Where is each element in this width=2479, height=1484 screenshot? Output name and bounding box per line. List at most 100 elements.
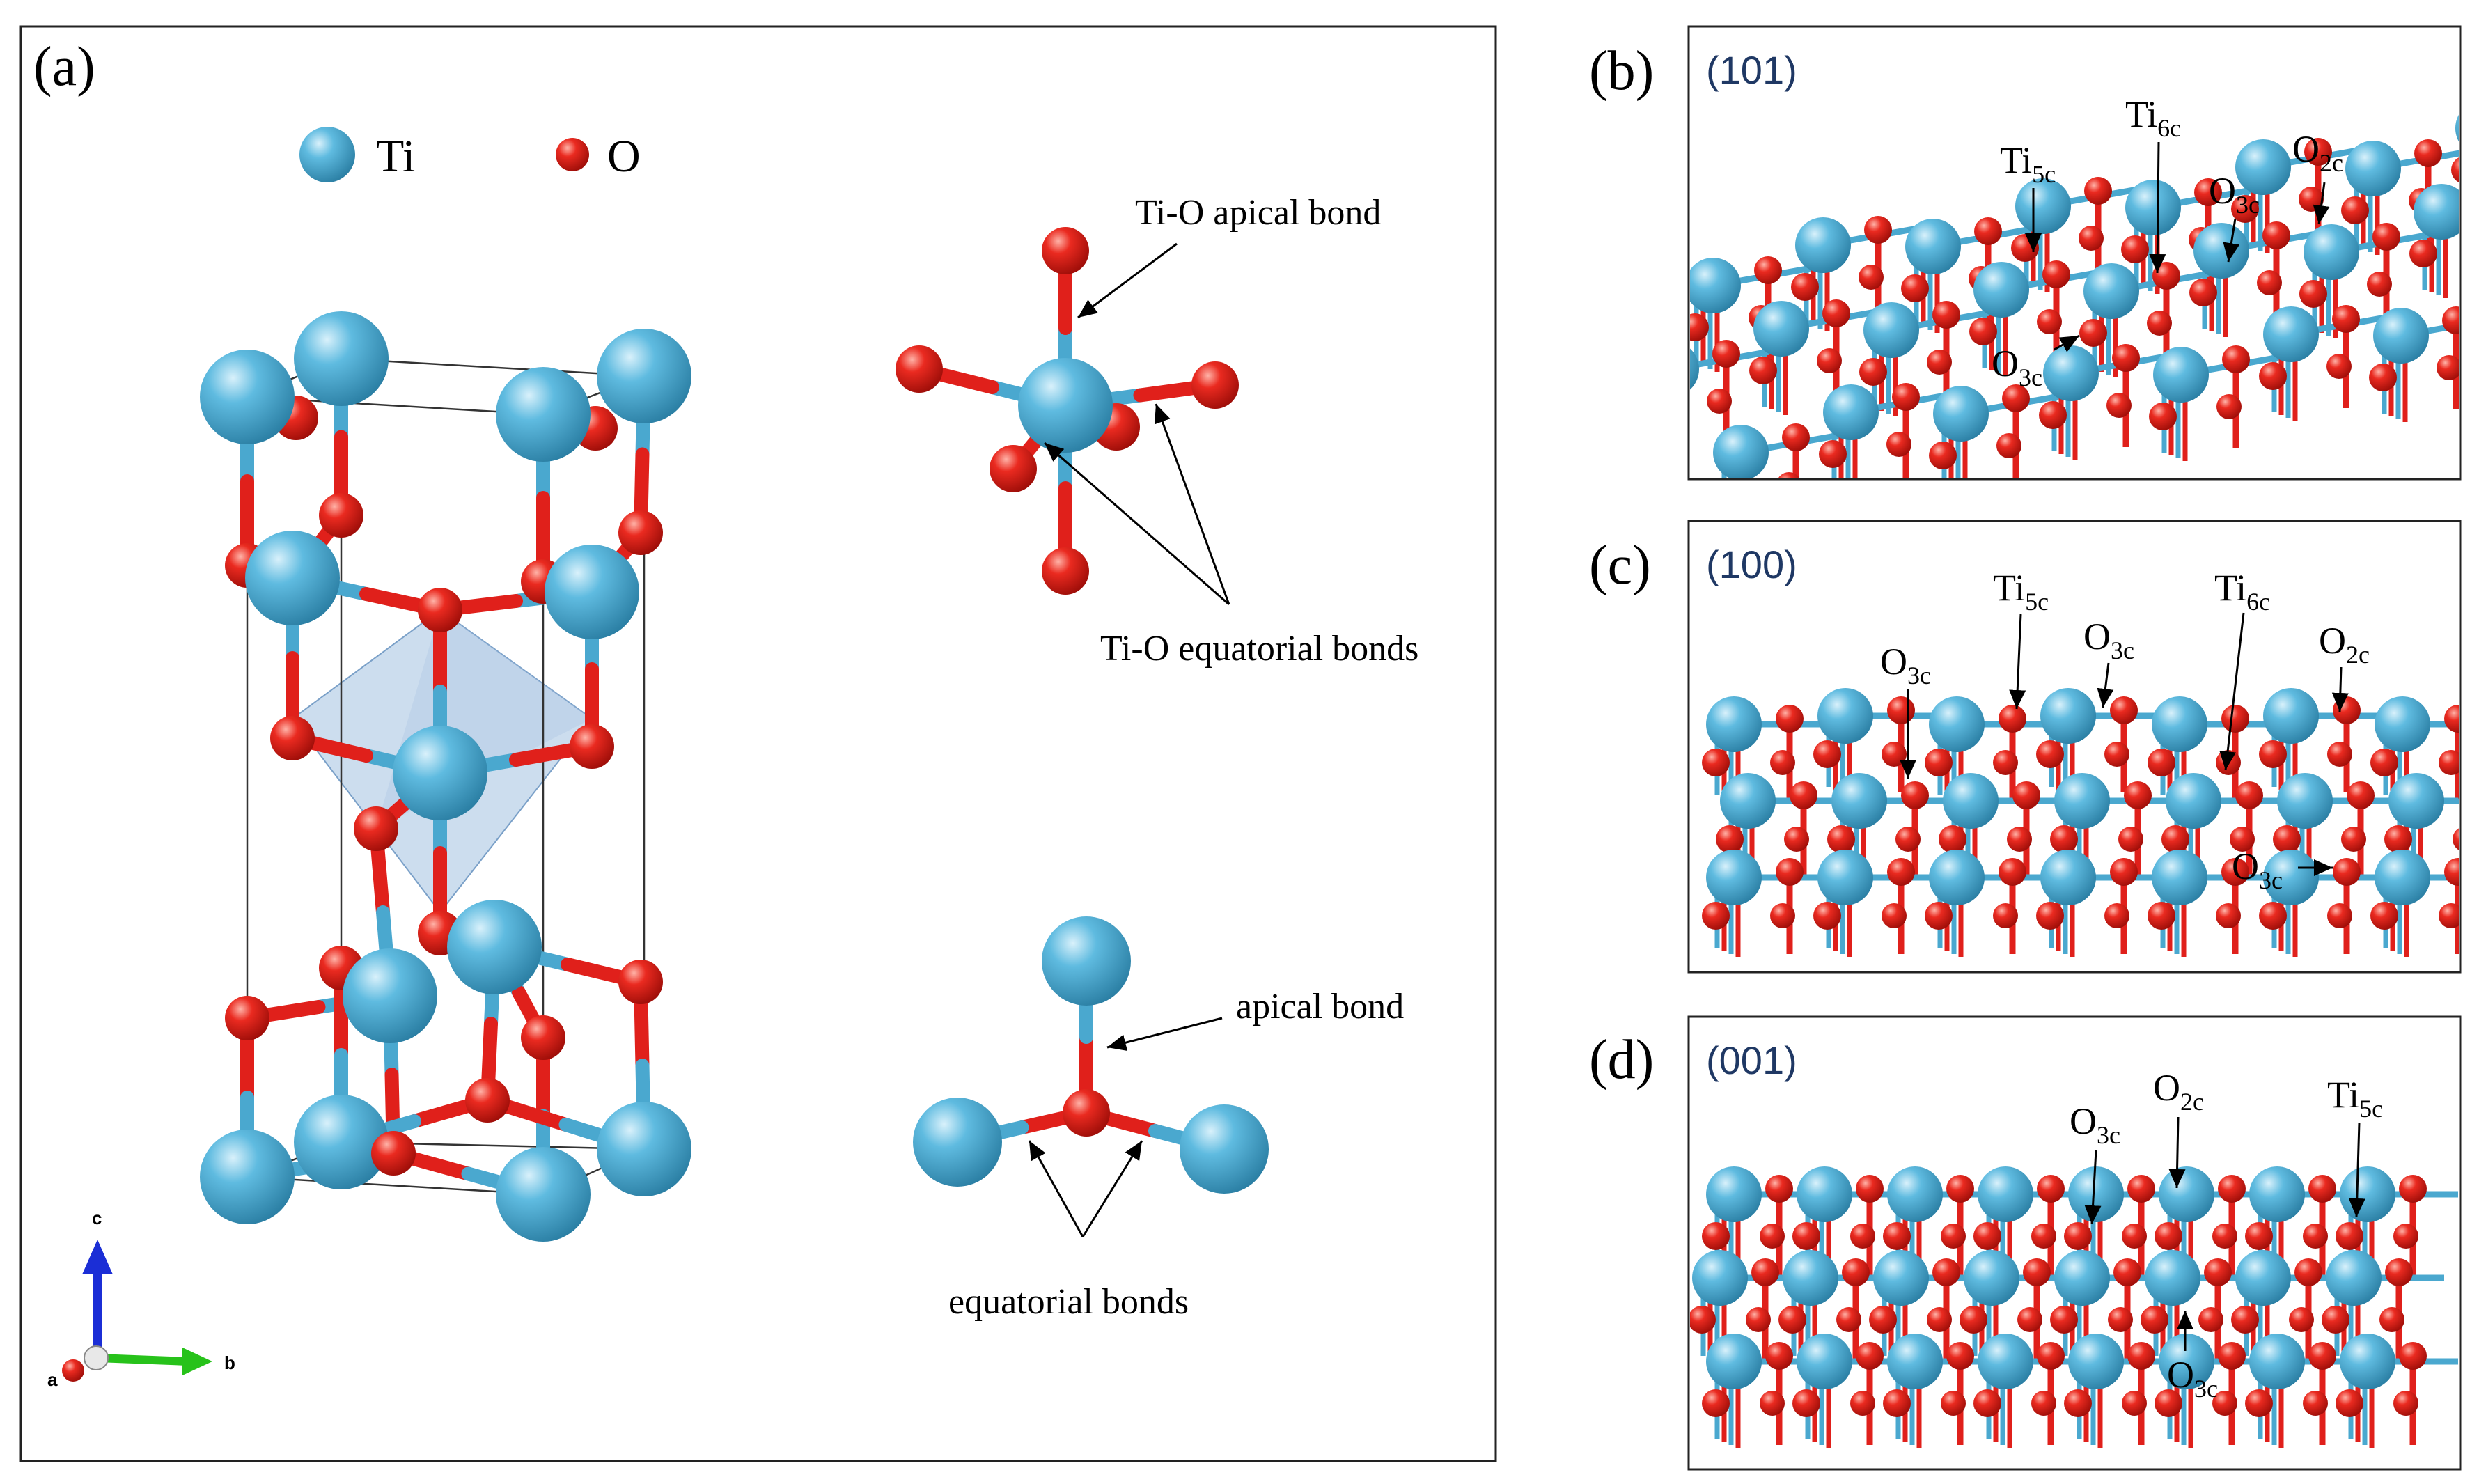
o-atom [1946, 1342, 1974, 1370]
b-axis-arrow [97, 1354, 189, 1366]
isolated-octahedron [896, 227, 1239, 595]
ti-atom [245, 531, 340, 625]
o-atom [1850, 1391, 1875, 1416]
o-equatorial-arrow-1 [1028, 1140, 1084, 1237]
o-atom [1760, 1224, 1785, 1249]
o-atom [1776, 858, 1804, 886]
ti-atom [1690, 348, 1699, 390]
o-apical-arrow [1106, 1017, 1223, 1051]
o-atom [2212, 1224, 2237, 1249]
o-atom [2341, 196, 2369, 224]
ti-atom [496, 1147, 591, 1242]
ti-atom [2068, 1166, 2124, 1222]
o-atom [1778, 1306, 1806, 1334]
o-atom [2367, 272, 2392, 297]
o-atom [570, 724, 614, 769]
o-equatorial-bonds-label: equatorial bonds [948, 1282, 1189, 1322]
o-atom [1856, 1175, 1884, 1203]
o-atom [1882, 742, 1907, 767]
o3c-top-arrow-d [2084, 1150, 2102, 1225]
ti-atom [2040, 688, 2096, 744]
o-atom [2112, 344, 2140, 372]
o-atom [2212, 1391, 2237, 1416]
o-atom [2439, 750, 2459, 775]
panel-c: (c) (100) O3c Ti5c O3c Ti6c O2c O3c [1589, 520, 2462, 974]
o2c-label-d: O2c [2153, 1067, 2204, 1116]
ti-atom [1795, 217, 1851, 273]
o2c-label-c: O2c [2319, 620, 2370, 669]
o-atom [1770, 750, 1795, 775]
o2c-arrow-c [2331, 666, 2349, 712]
o-atom [2148, 902, 2175, 930]
panel-a: (a) Ti O [19, 25, 1497, 1462]
tio2-100-slab [1702, 688, 2459, 957]
o-atom [2050, 1306, 2078, 1334]
ti-atom [2388, 773, 2444, 829]
ti6c-label-c: Ti6c [2214, 567, 2270, 616]
o3c-mid-arrow [2097, 662, 2114, 708]
o-atom [1941, 1391, 1966, 1416]
ti-atom [1929, 850, 1985, 905]
o-atom [1864, 216, 1892, 244]
o-atom [990, 445, 1037, 492]
panel-d-label: (d) [1589, 1029, 1654, 1091]
o-atom [2012, 781, 2040, 809]
equatorial-arrow-2 [1154, 403, 1230, 605]
o-atom [2273, 825, 2301, 853]
o-atom [319, 493, 363, 538]
o-atom [1770, 903, 1795, 928]
o-atom [1813, 740, 1841, 768]
o-atom [1765, 1342, 1793, 1370]
o-atom [225, 996, 269, 1040]
o-atom [1941, 1224, 1966, 1249]
ti-atom [393, 726, 487, 820]
o-atom [2444, 858, 2459, 886]
ti-atom [1823, 384, 1879, 440]
o-atom [1927, 350, 1952, 375]
o-atom [2231, 195, 2259, 223]
o-atom [1778, 472, 1799, 478]
o-atom [1925, 902, 1953, 930]
o-atom [2149, 403, 2177, 430]
o-atom [1925, 749, 1953, 776]
o-atom [1191, 361, 1239, 409]
panel-c-facet-label: (100) [1706, 542, 1797, 586]
o-atom [2399, 1175, 2427, 1203]
ti-atom [2263, 306, 2319, 362]
o-atom [2259, 362, 2287, 390]
o-atom [2064, 1222, 2092, 1250]
o-atom [1712, 340, 1740, 368]
o-atom [2294, 1258, 2322, 1286]
o3c-top-label: O3c [2209, 170, 2260, 219]
ti-atom [1753, 301, 1809, 357]
panel-a-frame [19, 25, 1497, 1462]
ti-atom [2345, 141, 2401, 196]
o-atom [2031, 1224, 2056, 1249]
o-atom [2336, 1389, 2363, 1417]
o-atom [1784, 827, 1809, 852]
o-atom [2106, 393, 2132, 418]
o-atom [1751, 1258, 1779, 1286]
ti-atom [2249, 1166, 2305, 1222]
ti-atom [294, 1095, 389, 1189]
ti-atom [2235, 1250, 2291, 1306]
o2c-arrow-d [2168, 1116, 2186, 1189]
o-atom [2458, 790, 2459, 800]
o-atom [1850, 1224, 1875, 1249]
ti-atom [2277, 773, 2333, 829]
ti-atom [1817, 850, 1873, 905]
o-atom [418, 588, 462, 632]
o-atom [354, 806, 398, 851]
o-atom [1792, 1389, 1820, 1417]
o-atom [2050, 825, 2078, 853]
o-atom [618, 510, 663, 555]
oxygen-coordination [913, 916, 1269, 1194]
ti-atom [2375, 850, 2430, 905]
panel-a-label: (a) [33, 36, 95, 97]
o-atom [2222, 345, 2250, 373]
o-atom [1996, 433, 2021, 458]
o-atom [2231, 1306, 2259, 1334]
ti-atom [1929, 696, 1985, 752]
o-atom [2155, 1222, 2182, 1250]
